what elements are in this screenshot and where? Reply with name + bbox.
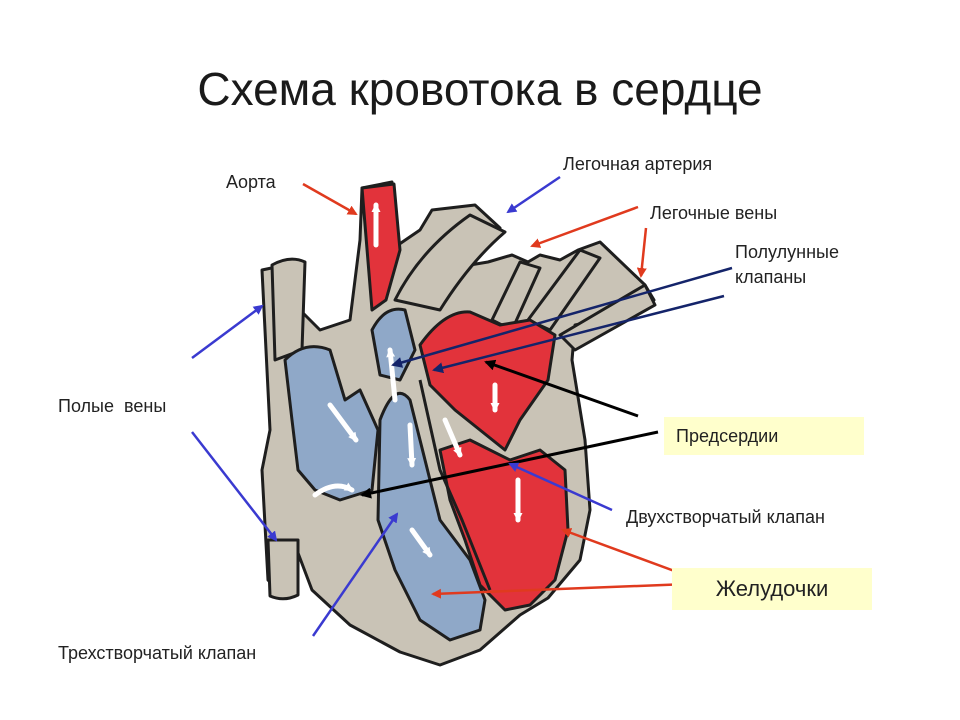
vena-cava-label: Полые вены: [58, 396, 167, 416]
heart-illustration: [260, 180, 657, 667]
tricuspid-pointer: [311, 512, 399, 637]
right-ventricle: [376, 391, 487, 642]
vena-cava-pointer-bottom: [191, 431, 278, 542]
atria-label-box: Предсердии: [664, 417, 864, 455]
atria-pointer-1: [484, 359, 639, 418]
pulmonary-artery-label: Легочная артерия: [563, 154, 713, 174]
semilunar-pointer-2: [432, 294, 725, 374]
vena-cava-pointer-top: [191, 304, 264, 360]
atria-label: Предсердии: [676, 425, 779, 446]
pulmonary-artery-pointer: [506, 175, 561, 214]
semilunar-valves-label: Полулунные клапаны: [735, 240, 839, 290]
aorta-label: Аорта: [226, 172, 276, 192]
bicuspid-pointer: [508, 462, 613, 512]
semilunar-valves-label-line1: Полулунные: [735, 242, 839, 262]
pulmonary-artery-vessel: [393, 213, 507, 312]
aorta-pointer: [302, 182, 358, 216]
septum: [418, 379, 492, 591]
ventricles-pointer-2: [431, 582, 689, 599]
superior-vena-cava: [270, 257, 307, 362]
tricuspid-valve-label: Трехстворчатый клапан: [58, 643, 257, 663]
pointer-arrows: [191, 175, 733, 637]
ventricles-pointer-1: [561, 528, 689, 578]
aorta-vessel: [360, 182, 402, 312]
blood-flow-arrows: [312, 202, 523, 558]
page-title: Схема кровотока в сердце: [197, 63, 763, 115]
bicuspid-valve-label: Двухстворчатый клапан: [626, 507, 825, 527]
left-ventricle: [438, 438, 570, 612]
pulmonary-veins-label: Легочные вены: [650, 203, 778, 223]
inferior-vena-cava: [266, 538, 300, 601]
semilunar-pointer-1: [391, 266, 733, 368]
pulmonary-veins-pointer-2: [636, 227, 648, 278]
ventricles-label-box: Желудочки: [672, 568, 872, 610]
ventricles-label: Желудочки: [715, 576, 829, 601]
semilunar-valves-label-line2: клапаны: [735, 267, 807, 288]
pulmonary-veins-pointer-1: [530, 205, 639, 248]
